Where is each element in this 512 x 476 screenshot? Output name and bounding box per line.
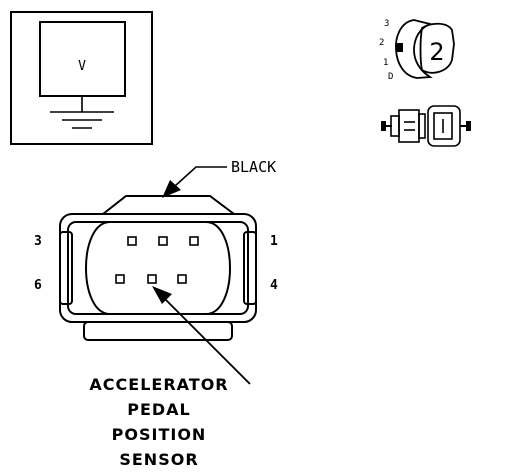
caption-callout	[152, 286, 251, 385]
sensor-connector	[59, 195, 257, 341]
pin-cavity-4	[177, 274, 187, 284]
caption-arrow-icon	[152, 286, 172, 304]
pin-label-right-top: 1	[270, 234, 278, 249]
connector-face-icon: 3 2 1 D 2	[379, 19, 455, 82]
pin-cavity-6	[115, 274, 125, 284]
wire-color-label: BLACK	[231, 158, 276, 176]
pin-cavity-5	[147, 274, 157, 284]
voltmeter-symbol: V	[10, 11, 153, 145]
terminal-pins	[115, 236, 199, 284]
caption-line-4: SENSOR	[119, 450, 199, 469]
meter-label: V	[78, 59, 86, 74]
caption-line-1: ACCELERATOR	[89, 375, 229, 394]
connector-side-icon	[381, 105, 471, 147]
pin-label-left-bottom: 6	[34, 278, 42, 293]
cavity-number: 2	[429, 38, 444, 66]
wire-arrow-icon	[162, 180, 181, 198]
pin-cavity-2	[158, 236, 168, 246]
pin-label-left-top: 3	[34, 234, 42, 249]
face-pin-1: 1	[383, 58, 388, 68]
face-pin-3: 3	[384, 19, 389, 29]
pin-label-right-bottom: 4	[270, 278, 278, 293]
wire-color-callout: BLACK	[162, 158, 276, 198]
pin-cavity-3	[127, 236, 137, 246]
caption-line-2: PEDAL	[127, 400, 191, 419]
face-pin-d: D	[388, 72, 393, 82]
pin-cavity-1	[189, 236, 199, 246]
component-caption: ACCELERATOR PEDAL POSITION SENSOR	[0, 372, 318, 472]
ground-icon	[50, 96, 114, 129]
caption-line-3: POSITION	[111, 425, 207, 444]
face-pin-2: 2	[379, 38, 384, 48]
